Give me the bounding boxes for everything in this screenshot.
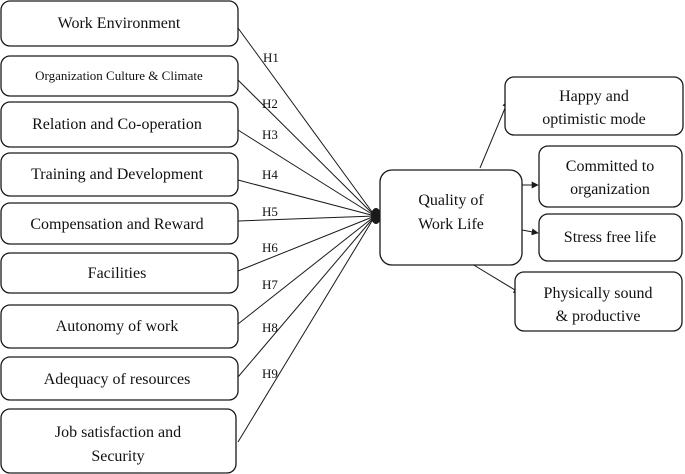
factor-label: Training and Development [31,166,203,183]
factor-label: Adequacy of resources [44,371,191,388]
hypothesis-h3: H3 [262,127,278,142]
hypothesis-h7: H7 [262,277,278,292]
outcome-label-line2: & productive [556,308,641,325]
hypothesis-h2: H2 [262,96,278,111]
outcome-1: Happy and optimistic mode [504,76,684,136]
factor-8: Adequacy of resources [0,356,239,401]
factor-3: Relation and Co-operation [0,101,239,148]
arrow-stress [521,228,539,236]
factor-label: Compensation and Reward [30,216,203,233]
hypothesis-labels: H1 H2 H3 H4 H5 H6 H7 H8 H9 [262,50,279,381]
factor-label: Organization Culture & Climate [35,68,203,83]
factor-label-line1: Job satisfaction and [55,424,181,441]
hypothesis-h1: H1 [263,50,279,65]
center-node: Quality of Work Life [379,169,523,266]
arrow-happy [479,100,509,169]
hypothesis-h8: H8 [262,320,278,335]
outcome-3: Stress free life [538,213,683,262]
hypothesis-h4: H4 [262,167,278,182]
factor-9: Job satisfaction and Security [0,408,237,474]
outcome-arrows [471,100,539,294]
factor-connectors [237,27,376,443]
connector-h7 [237,215,376,325]
factor-5: Compensation and Reward [0,202,239,245]
outcome-label-line1: Stress free life [564,229,656,246]
arrow-physical [471,263,521,294]
center-label-line1: Quality of [418,192,484,209]
outcome-4: Physically sound & productive [514,271,683,332]
center-label-line2: Work Life [418,216,484,233]
connector-h4 [237,179,376,217]
connector-h3 [237,129,376,217]
factor-6: Facilities [0,252,239,294]
connector-h6 [237,215,376,272]
hypothesis-h6: H6 [262,240,278,255]
factor-2: Organization Culture & Climate [0,55,239,97]
outcome-label-line2: optimistic mode [542,111,646,128]
connector-h5 [237,215,376,222]
outcome-2: Committed to organization [538,145,683,208]
outcome-label-line1: Happy and [559,88,629,105]
outcome-label-line2: organization [570,181,650,198]
connector-h9 [237,215,376,443]
factor-label: Autonomy of work [56,318,179,335]
connector-h2 [237,79,376,217]
hypothesis-h9: H9 [262,366,278,381]
factor-4: Training and Development [0,152,239,197]
factor-7: Autonomy of work [0,304,239,349]
factor-label: Relation and Co-operation [32,116,202,133]
factor-label: Work Environment [58,15,181,32]
hypothesis-h5: H5 [262,204,278,219]
factor-1: Work Environment [0,0,239,47]
outcome-label-line1: Committed to [566,158,654,175]
factor-label-line2: Security [91,448,144,465]
connector-h8 [237,215,376,378]
connector-hub [371,208,381,224]
connector-h1 [237,27,376,217]
factor-label: Facilities [88,265,147,282]
outcome-label-line1: Physically sound [544,285,653,302]
